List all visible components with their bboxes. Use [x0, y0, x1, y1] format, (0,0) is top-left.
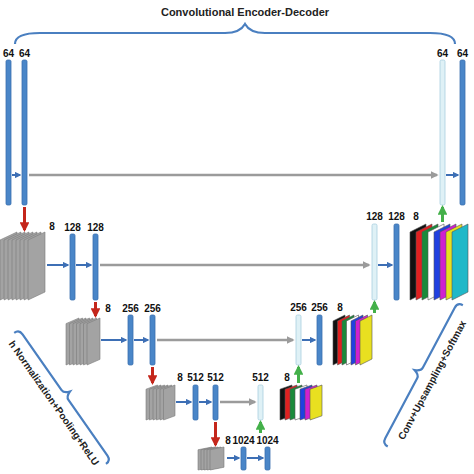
- channel-count: 128: [366, 211, 383, 222]
- blue-arrow: [12, 174, 20, 176]
- channel-count: 8: [225, 435, 231, 446]
- feature-map-bar: [128, 315, 133, 365]
- channel-count: 256: [122, 303, 139, 314]
- feature-map-bar: [394, 224, 399, 300]
- feature-map-bar: [372, 224, 377, 300]
- channel-count: 64: [19, 48, 30, 59]
- channel-count: 8: [177, 372, 183, 383]
- feature-map-slab: [164, 385, 176, 420]
- group-brace: [15, 24, 455, 44]
- gray-arrow: [220, 401, 255, 404]
- feature-map-slab: [360, 315, 372, 365]
- channel-count: 1024: [232, 435, 254, 446]
- channel-count: 128: [388, 211, 405, 222]
- diagram-title: Convolutional Encoder-Decoder: [161, 7, 329, 18]
- feature-map-bar: [241, 447, 246, 470]
- feature-map-bar: [70, 234, 75, 300]
- red-arrow: [94, 302, 97, 316]
- blue-arrow: [199, 401, 211, 403]
- channel-count: 128: [87, 222, 104, 233]
- feature-map-slab: [310, 385, 322, 420]
- green-arrow: [297, 367, 300, 383]
- blue-arrow: [302, 339, 315, 341]
- blue-arrow: [446, 174, 458, 176]
- feature-map-bar: [296, 315, 301, 365]
- stage-label: Conv+Upsampling+Softmax: [396, 319, 468, 442]
- blue-arrow: [101, 339, 126, 341]
- channel-count: 256: [290, 302, 307, 313]
- green-arrow: [373, 302, 376, 313]
- channel-count: 64: [437, 48, 448, 59]
- channel-count: 64: [3, 48, 14, 59]
- blue-arrow: [134, 339, 148, 341]
- gray-arrow: [29, 174, 437, 177]
- channel-count: 256: [311, 302, 328, 313]
- blue-arrow: [227, 457, 239, 459]
- feature-map-bar: [193, 385, 198, 420]
- feature-map-bar: [440, 60, 445, 205]
- feature-map-bar: [317, 315, 322, 365]
- channel-count: 8: [49, 221, 55, 232]
- feature-map-slab: [28, 232, 45, 300]
- channel-count: 128: [64, 222, 81, 233]
- gray-arrow: [100, 264, 369, 267]
- feature-map-slab: [210, 447, 224, 470]
- channel-count: 8: [105, 303, 111, 314]
- group-brace: [377, 300, 463, 447]
- green-arrow: [441, 207, 444, 222]
- channel-count: 64: [457, 48, 468, 59]
- red-arrow: [151, 367, 154, 383]
- gray-arrow: [157, 339, 293, 342]
- feature-map-bar: [6, 60, 11, 205]
- feature-map-bar: [265, 447, 270, 470]
- feature-map-slab: [452, 224, 468, 300]
- channel-count: 8: [337, 302, 343, 313]
- green-arrow: [259, 422, 262, 433]
- channel-count: 512: [207, 372, 224, 383]
- channel-count: 512: [187, 372, 204, 383]
- channel-count: 512: [252, 372, 269, 383]
- blue-arrow: [176, 401, 191, 403]
- feature-map-bar: [150, 315, 155, 365]
- blue-arrow: [47, 264, 68, 266]
- blue-arrow: [378, 264, 392, 266]
- blue-arrow: [247, 457, 263, 459]
- channel-count: 8: [284, 372, 290, 383]
- feature-map-slab: [87, 318, 100, 365]
- group-brace: [14, 326, 116, 464]
- feature-map-bar: [460, 60, 465, 205]
- feature-map-bar: [213, 385, 218, 420]
- feature-map-bar: [93, 234, 98, 300]
- channel-count: 8: [413, 211, 419, 222]
- feature-map-bar: [258, 385, 263, 420]
- blue-arrow: [76, 264, 91, 266]
- channel-count: 256: [144, 303, 161, 314]
- red-arrow: [23, 207, 26, 230]
- red-arrow: [214, 422, 217, 445]
- feature-map-bar: [22, 60, 27, 205]
- channel-count: 1024: [256, 435, 278, 446]
